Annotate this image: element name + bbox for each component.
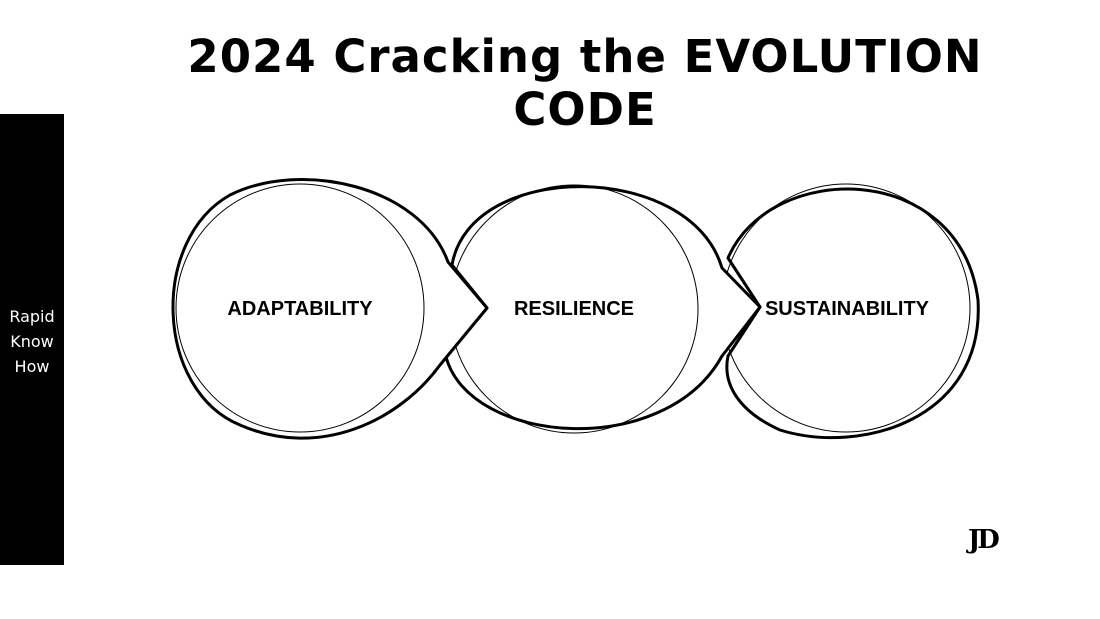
sidebar-line-2: Know (10, 332, 54, 351)
node-label-sustainability: SUSTAINABILITY (765, 298, 930, 320)
node-inner-ring-adaptability (175, 183, 425, 433)
node-outline-adaptability (171, 177, 489, 440)
node-outline-sustainability (725, 187, 980, 440)
sidebar-brand-text: Rapid Know How (0, 304, 64, 379)
signature-initials: JD (968, 525, 1000, 555)
node-sustainability: SUSTAINABILITY (721, 183, 980, 440)
node-resilience: RESILIENCE (444, 184, 762, 434)
sidebar-line-1: Rapid (9, 307, 55, 326)
node-label-resilience: RESILIENCE (514, 298, 634, 320)
sidebar-panel (0, 114, 64, 565)
page-title: 2024 Cracking the EVOLUTION CODE (187, 30, 983, 136)
sidebar-line-3: How (14, 357, 50, 376)
node-label-adaptability: ADAPTABILITY (227, 298, 373, 320)
node-adaptability: ADAPTABILITY (171, 177, 489, 440)
